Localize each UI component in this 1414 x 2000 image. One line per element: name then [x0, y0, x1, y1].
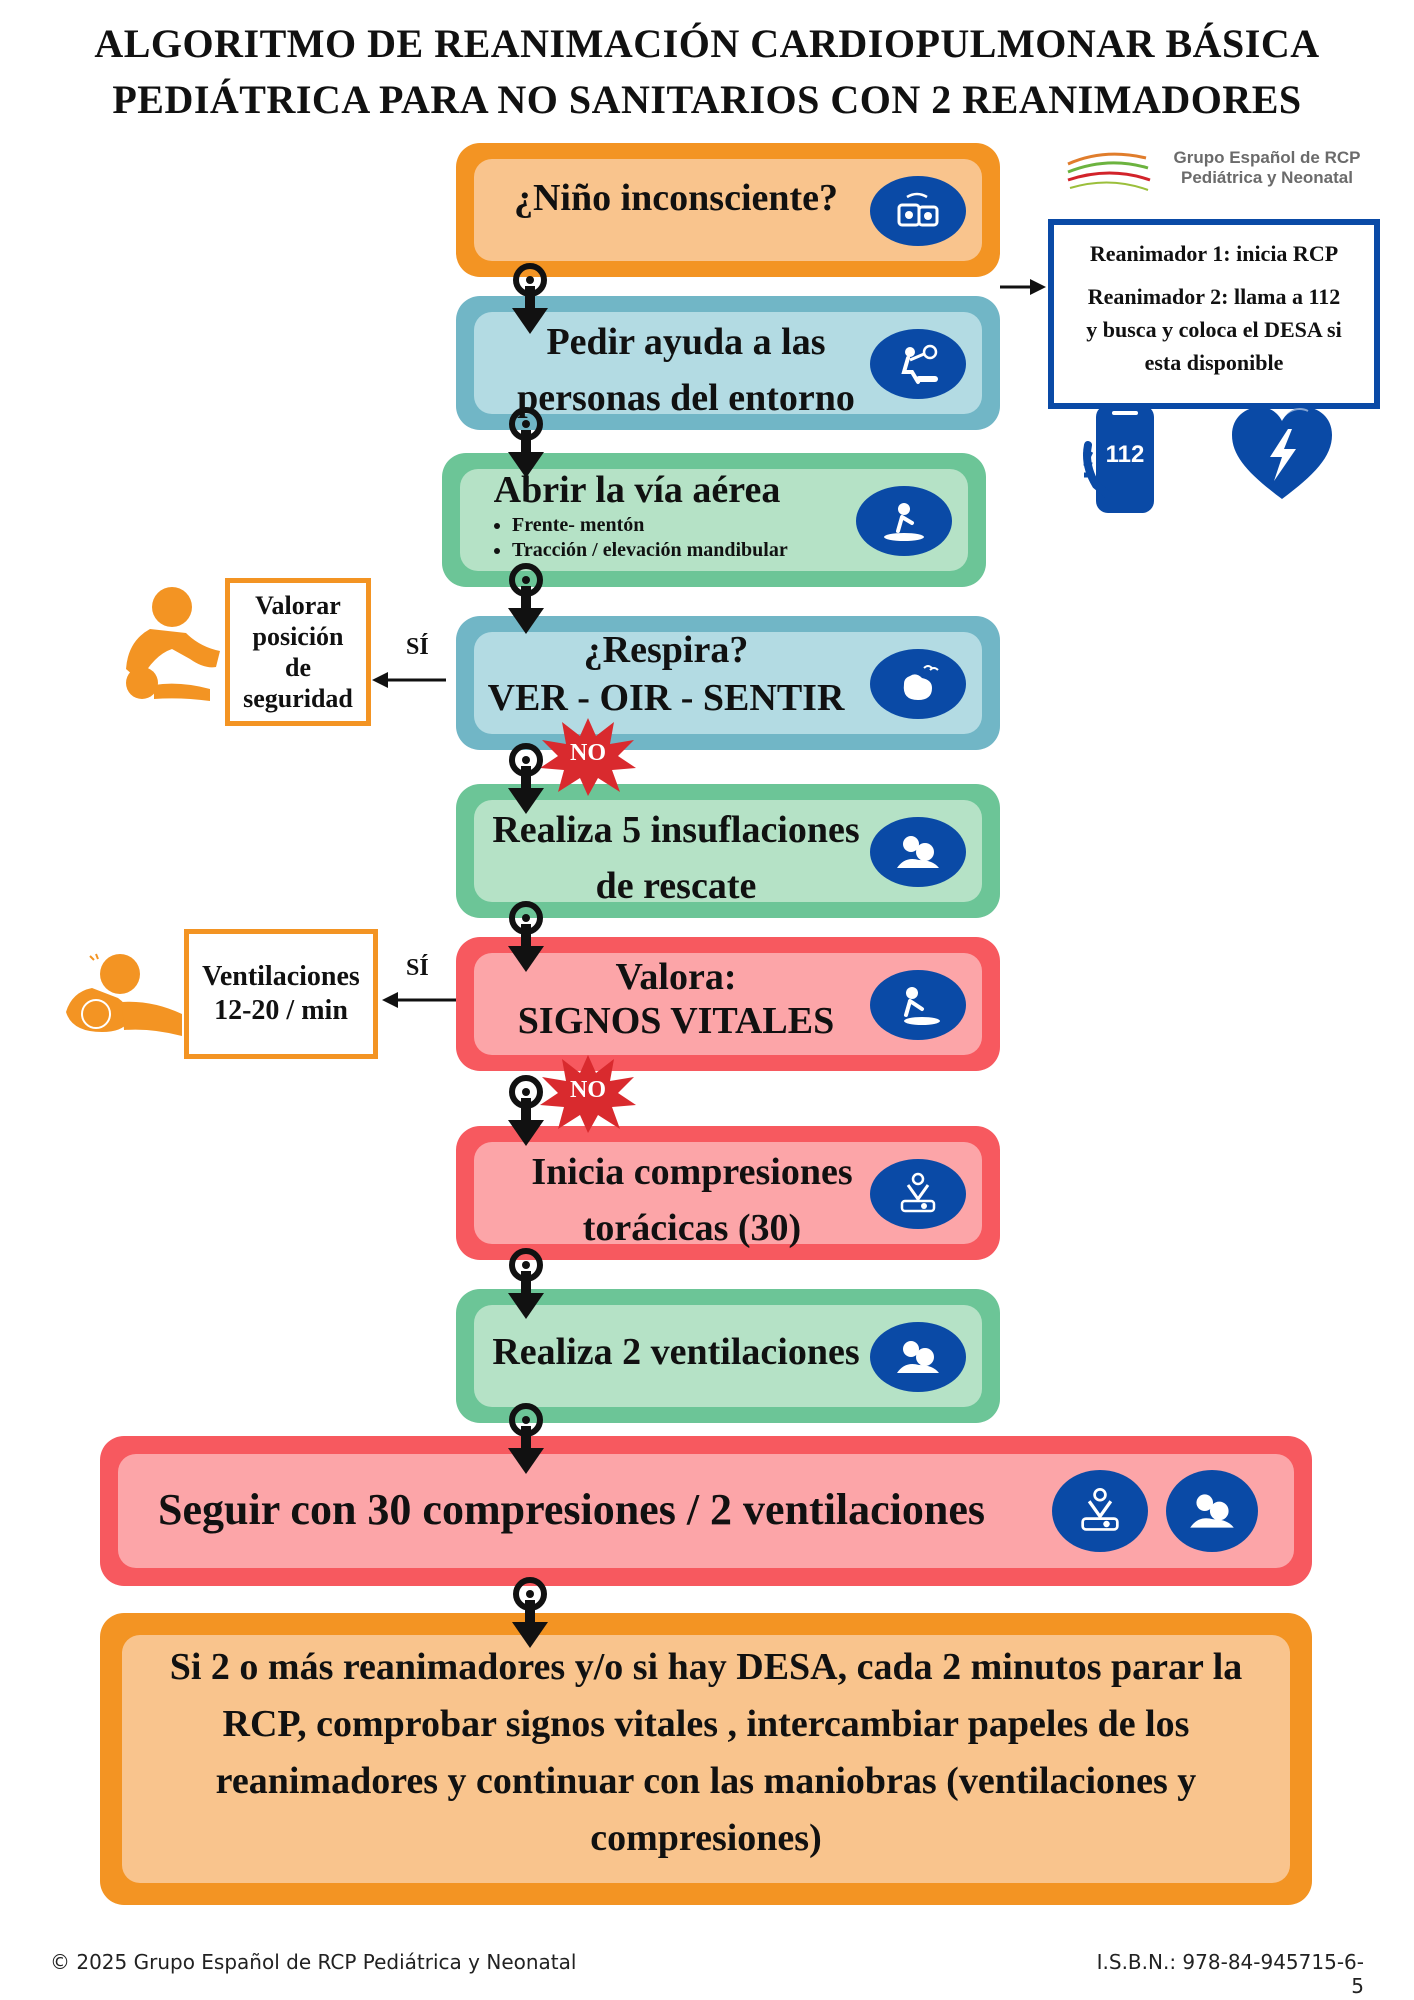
- footer-isbn: I.S.B.N.: 978-84-945715-6-5: [1096, 1950, 1364, 1998]
- step-pedir-ayuda-line-1: Pedir ayuda a las: [546, 321, 826, 363]
- step-compresiones-line-2: torácicas (30): [582, 1207, 802, 1249]
- side-valora-line-1: Ventilaciones: [202, 961, 360, 992]
- step-abrir-via-text: Abrir la vía aérea: [493, 469, 781, 511]
- page-title-line-1: ALGORITMO DE REANIMACIÓN CARDIOPULMONAR …: [94, 21, 1320, 66]
- step-pedir-ayuda: Pedir ayuda a las personas del entorno: [456, 296, 1000, 430]
- no-burst-2: NO: [540, 1053, 636, 1133]
- step-valora: Valora: SIGNOS VITALES: [456, 937, 1000, 1071]
- step-insuflaciones-line-2: de rescate: [595, 865, 757, 907]
- side-respira-line-4: seguridad: [243, 684, 353, 713]
- step-final-line-2: RCP, comprobar signos vitales , intercam…: [222, 1703, 1190, 1745]
- toy-blocks-icon: [870, 176, 966, 246]
- reanimador-1-text: Reanimador 1: inicia RCP: [1089, 241, 1339, 266]
- phone-112-label: 112: [1105, 441, 1145, 468]
- side-respira-branch-label: SÍ: [406, 634, 429, 660]
- reanimador-2-line-3: esta disponible: [1144, 350, 1284, 375]
- step-final-line-3: reanimadores y continuar con las maniobr…: [215, 1760, 1197, 1802]
- breathing-check-icon: [870, 649, 966, 719]
- step-compresiones-line-1: Inicia compresiones: [531, 1151, 853, 1193]
- rescue-breath-icon: [870, 1322, 966, 1392]
- no-label-1: NO: [570, 740, 606, 766]
- reanimador-2-line-2: y busca y coloca el DESA si: [1086, 317, 1342, 342]
- step-final-line-1: Si 2 o más reanimadores y/o si hay DESA,…: [169, 1646, 1243, 1688]
- step-valora-line-1: Valora:: [615, 956, 737, 998]
- step-respira-line-2: VER - OIR - SENTIR: [487, 677, 845, 719]
- call-for-help-icon: [870, 329, 966, 399]
- ventilation-person-icon: [66, 953, 182, 1036]
- chest-compression-icon: [1052, 1470, 1148, 1552]
- logo-text-line-2: Pediátrica y Neonatal: [1181, 168, 1353, 187]
- side-valora-box: Ventilaciones 12-20 / min: [184, 929, 378, 1059]
- step-inconsciente-text: ¿Niño inconsciente?: [513, 177, 839, 219]
- step-respira-line-1: ¿Respira?: [583, 629, 749, 671]
- step-ventilaciones-text: Realiza 2 ventilaciones: [492, 1331, 860, 1373]
- step-final-line-4: compresiones): [590, 1817, 822, 1859]
- step-seguir: Seguir con 30 compresiones / 2 ventilaci…: [100, 1436, 1312, 1586]
- starburst-icon: [540, 718, 636, 796]
- side-valora-line-2: 12-20 / min: [214, 995, 348, 1026]
- head-tilt-icon: [856, 486, 952, 556]
- step-respira: ¿Respira? VER - OIR - SENTIR: [456, 616, 1000, 750]
- reanimador-2-line-1: Reanimador 2: llama a 112: [1087, 284, 1341, 309]
- defibrillator-heart-icon: [1230, 405, 1334, 501]
- starburst-icon: [540, 1055, 636, 1133]
- reanimadores-box: Reanimador 1: inicia RCP Reanimador 2: l…: [1048, 219, 1380, 409]
- step-pedir-ayuda-line-2: personas del entorno: [517, 377, 855, 419]
- page-title-line-2: PEDIÁTRICA PARA NO SANITARIOS CON 2 REAN…: [112, 77, 1302, 122]
- recovery-position-icon: [126, 587, 220, 701]
- side-respira-box: Valorar posición de seguridad: [225, 578, 371, 726]
- step-ventilaciones: Realiza 2 ventilaciones: [456, 1289, 1000, 1423]
- rescue-breath-icon: [870, 817, 966, 887]
- side-valora-branch-label: SÍ: [406, 955, 429, 981]
- side-respira-line-3: de: [285, 653, 311, 682]
- step-inconsciente: ¿Niño inconsciente?: [456, 143, 1000, 277]
- step-compresiones: Inicia compresiones torácicas (30): [456, 1126, 1000, 1260]
- rescue-breath-icon: [1166, 1470, 1258, 1552]
- vital-signs-icon: [870, 970, 966, 1040]
- step-valora-line-2: SIGNOS VITALES: [517, 1000, 835, 1042]
- chest-compression-icon: [870, 1159, 966, 1229]
- no-label-2: NO: [570, 1077, 606, 1103]
- step-abrir-via-bullet-2: Tracción / elevación mandibular: [512, 538, 788, 563]
- step-seguir-text: Seguir con 30 compresiones / 2 ventilaci…: [158, 1485, 986, 1534]
- logo-text-line-1: Grupo Español de RCP: [1173, 148, 1361, 167]
- step-final: Si 2 o más reanimadores y/o si hay DESA,…: [100, 1613, 1312, 1905]
- footer-copyright: © 2025 Grupo Español de RCP Pediátrica y…: [50, 1950, 577, 1974]
- phone-112-icon: 112: [1082, 405, 1166, 517]
- logo: Grupo Español de RCP Pediátrica y Neonat…: [1064, 148, 1384, 198]
- side-respira-line-2: posición: [252, 622, 344, 651]
- logo-swoosh-icon: [1067, 152, 1151, 191]
- step-abrir-via: Abrir la vía aérea Frente- mentón Tracci…: [442, 453, 986, 587]
- no-burst-1: NO: [540, 716, 636, 796]
- step-abrir-via-bullet-1: Frente- mentón: [512, 513, 788, 538]
- side-respira-line-1: Valorar: [255, 591, 341, 620]
- step-insuflaciones: Realiza 5 insuflaciones de rescate: [456, 784, 1000, 918]
- step-insuflaciones-line-1: Realiza 5 insuflaciones: [492, 809, 860, 851]
